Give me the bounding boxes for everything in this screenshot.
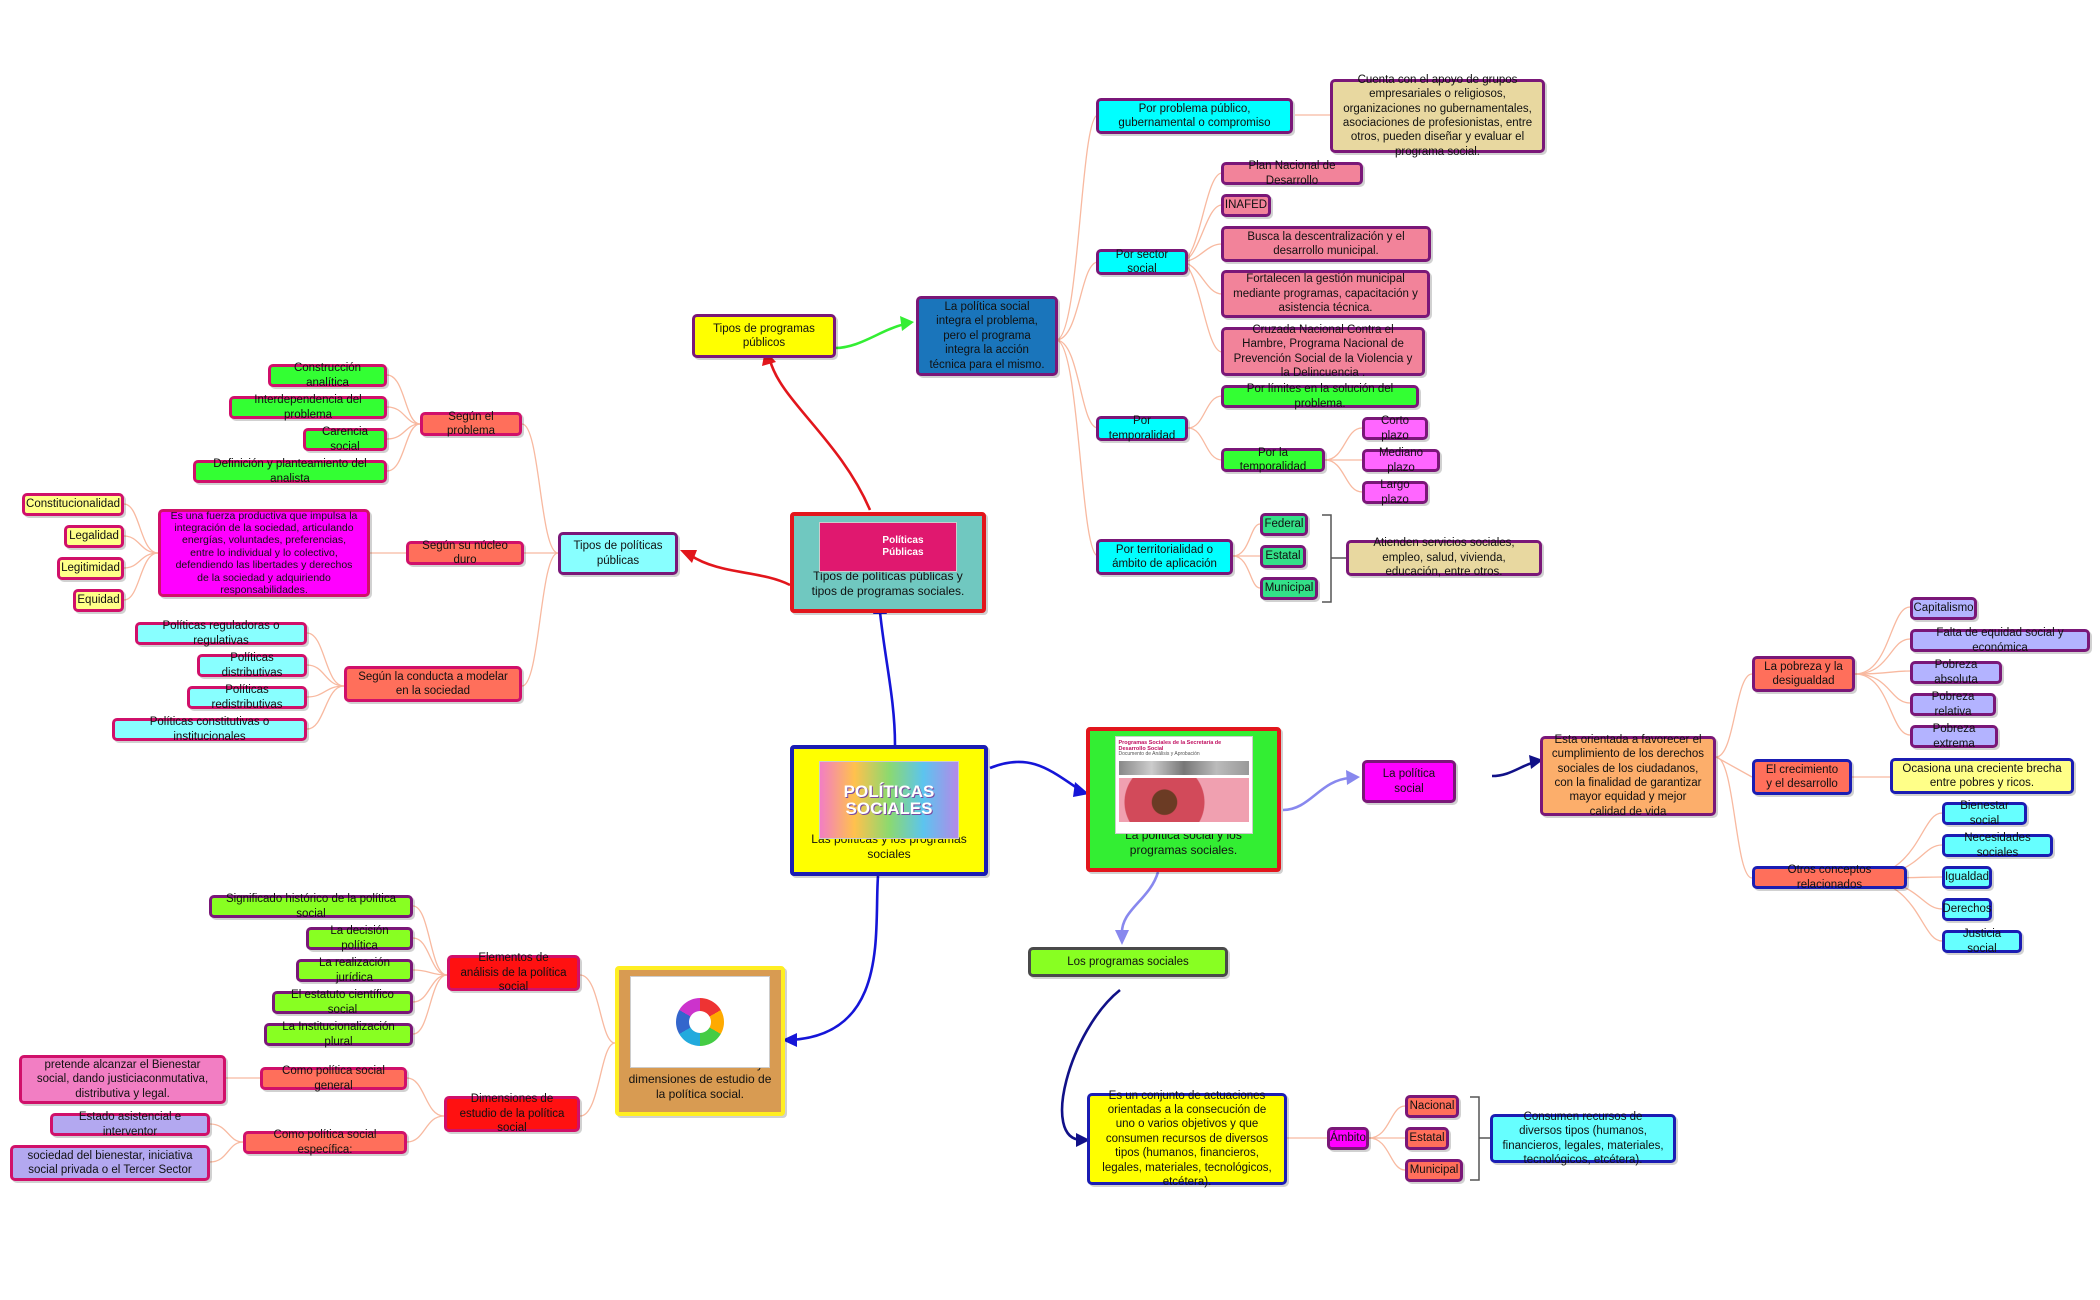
nucleo-item[interactable]: Equidad xyxy=(73,589,124,612)
elementos-diagram-image xyxy=(630,976,770,1068)
territorio-level[interactable]: Municipal xyxy=(1260,577,1318,600)
otros-conceptos-node[interactable]: Otros conceptos relacionados xyxy=(1752,864,1907,891)
conducta-item[interactable]: Políticas reguladoras o regulativas xyxy=(135,620,307,647)
tipos-politicas-main-node[interactable]: Políticas Públicas Tipos de políticas pú… xyxy=(790,512,986,613)
programas-sociales-node[interactable]: Los programas sociales xyxy=(1028,947,1228,977)
politica-especifica-node[interactable]: Como política social específica: xyxy=(243,1129,407,1156)
elementos-item[interactable]: Significado histórico de la política soc… xyxy=(209,893,413,920)
otros-item[interactable]: Bienestar social xyxy=(1942,800,2027,827)
ambito-level[interactable]: Nacional xyxy=(1405,1095,1459,1118)
dimensiones-node[interactable]: Dimensiones de estudio de la política so… xyxy=(444,1093,580,1134)
pobreza-item[interactable]: Pobreza relativa xyxy=(1910,691,1996,718)
politica-social-desc[interactable]: Esta orientada a favorecer el cumplimien… xyxy=(1540,734,1716,818)
crecimiento-note[interactable]: Ocasiona una creciente brecha entre pobr… xyxy=(1890,758,2074,794)
conducta-item[interactable]: Políticas distributivas xyxy=(197,652,307,679)
ambito-level[interactable]: Estatal xyxy=(1405,1127,1449,1150)
politicas-sociales-logo: POLÍTICAS SOCIALES xyxy=(819,761,959,839)
sector-item[interactable]: Fortalecen la gestión municipal mediante… xyxy=(1221,270,1430,318)
politica-general-node[interactable]: Como política social general xyxy=(260,1065,407,1092)
politicas-publicas-image: Políticas Públicas xyxy=(819,522,957,572)
pobreza-item[interactable]: Pobreza absoluta xyxy=(1910,659,2002,686)
otros-item[interactable]: Necesidades sociales xyxy=(1942,832,2053,859)
por-sector-node[interactable]: Por sector social xyxy=(1096,249,1188,275)
programas-note[interactable]: Consumen recursos de diversos tipos (hum… xyxy=(1490,1111,1676,1166)
pobreza-item[interactable]: Pobreza extrema xyxy=(1910,723,1998,750)
conducta-item[interactable]: Políticas redistributivas xyxy=(187,684,307,711)
crecimiento-node[interactable]: El crecimiento y el desarrollo xyxy=(1752,759,1852,795)
nucleo-item[interactable]: Legalidad xyxy=(64,525,124,548)
problema-item[interactable]: Carencia social xyxy=(303,426,387,453)
tipos-programas-node[interactable]: Tipos de programas públicos xyxy=(692,314,836,358)
elementos-main-node[interactable]: Elementos de análisis y dimensiones de e… xyxy=(615,966,785,1116)
nucleo-item[interactable]: Constitucionalidad xyxy=(22,493,124,516)
central-node[interactable]: POLÍTICAS SOCIALES Las políticas y los p… xyxy=(790,745,988,876)
por-territorialidad-node[interactable]: Por territorialidad o ámbito de aplicaci… xyxy=(1096,539,1233,575)
problema-item[interactable]: Definición y planteamiento del analista xyxy=(193,458,387,485)
problema-item[interactable]: Construcción analítica xyxy=(268,362,387,389)
territorio-level[interactable]: Estatal xyxy=(1260,545,1306,568)
sector-item[interactable]: Busca la descentralización y el desarrol… xyxy=(1221,226,1431,262)
politica-social-main-node[interactable]: Programas Sociales de la Secretaría de D… xyxy=(1086,727,1281,872)
sector-item[interactable]: Plan Nacional de Desarrollo xyxy=(1221,160,1363,187)
programas-desc[interactable]: Es un conjunto de actuaciones orientadas… xyxy=(1087,1090,1287,1188)
ambito-level[interactable]: Municipal xyxy=(1405,1159,1463,1182)
la-temporalidad-node[interactable]: Por la temporalidad xyxy=(1221,447,1325,473)
otros-item[interactable]: Igualdad xyxy=(1942,866,1992,889)
territorio-note[interactable]: Atienden servicios sociales, empleo, sal… xyxy=(1346,537,1542,578)
nucleo-desc[interactable]: Es una fuerza productiva que impulsa la … xyxy=(158,509,370,597)
elementos-analisis-node[interactable]: Elementos de análisis de la política soc… xyxy=(447,952,580,993)
pobreza-node[interactable]: La pobreza y la desigualdad xyxy=(1752,656,1855,692)
territorio-level[interactable]: Federal xyxy=(1260,513,1308,536)
pobreza-item[interactable]: Capitalismo xyxy=(1910,597,1977,620)
elementos-item[interactable]: El estatuto científico social xyxy=(272,989,413,1016)
sector-item[interactable]: INAFED xyxy=(1221,194,1271,217)
especifica-item[interactable]: sociedad del bienestar, iniciativa socia… xyxy=(10,1145,210,1181)
segun-nucleo-node[interactable]: Según su núcleo duro xyxy=(406,540,524,566)
sector-item[interactable]: Cruzada Nacional Contra el Hambre, Progr… xyxy=(1221,324,1425,379)
plazo-item[interactable]: Corto plazo xyxy=(1362,415,1428,442)
limites-node[interactable]: Por límites en la solución del problema. xyxy=(1221,383,1419,410)
elementos-item[interactable]: La decisión política xyxy=(306,925,413,952)
por-problema-note[interactable]: Cuenta con el apoyo de grupos empresaria… xyxy=(1330,74,1545,158)
la-politica-social-node[interactable]: La política social xyxy=(1362,760,1456,803)
conducta-item[interactable]: Políticas constitutivas o institucionale… xyxy=(112,716,307,743)
sedesol-document-image: Programas Sociales de la Secretaría de D… xyxy=(1114,736,1253,834)
pobreza-item[interactable]: Falta de equidad social y económica xyxy=(1910,627,2090,654)
especifica-item[interactable]: Estado asistencial e interventor xyxy=(50,1111,210,1138)
politica-general-note[interactable]: pretende alcanzar el Bienestar social, d… xyxy=(19,1055,226,1104)
segun-problema-node[interactable]: Según el problema xyxy=(420,411,522,437)
integra-node[interactable]: La política social integra el problema, … xyxy=(916,296,1058,376)
tipos-politicas-node[interactable]: Tipos de políticas públicas xyxy=(558,532,678,575)
por-problema-node[interactable]: Por problema público, gubernamental o co… xyxy=(1096,98,1293,134)
plazo-item[interactable]: Largo plazo xyxy=(1362,479,1428,506)
segun-conducta-node[interactable]: Según la conducta a modelar en la socied… xyxy=(344,666,522,702)
elementos-item[interactable]: La realización jurídica xyxy=(296,957,413,984)
problema-item[interactable]: Interdependencia del problema xyxy=(229,394,387,421)
nucleo-item[interactable]: Legitimidad xyxy=(57,557,124,580)
elementos-item[interactable]: La Institucionalización plural xyxy=(264,1021,413,1048)
cycle-ring-icon xyxy=(676,998,724,1046)
otros-item[interactable]: Derechos xyxy=(1942,898,1992,921)
person-photo xyxy=(1118,777,1249,822)
por-temporalidad-node[interactable]: Por temporalidad xyxy=(1096,415,1188,442)
otros-item[interactable]: Justicia social xyxy=(1942,928,2022,955)
plazo-item[interactable]: Mediano plazo xyxy=(1362,447,1440,474)
ambito-node[interactable]: Ámbito xyxy=(1327,1127,1369,1150)
photo-strip xyxy=(1118,760,1249,775)
